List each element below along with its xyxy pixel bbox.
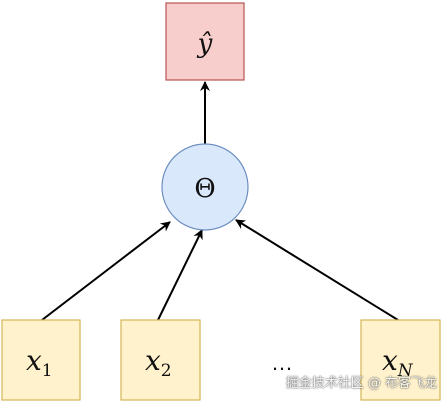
output-label: ŷ	[197, 29, 213, 59]
theta-node	[161, 143, 249, 231]
input-node-x2	[120, 319, 201, 401]
watermark-text: 掘金技术社区 @ 布客飞龙	[285, 376, 437, 391]
input-label-xn: xN	[382, 344, 414, 381]
edge-xn-to-theta	[235, 219, 399, 321]
input-label-x2: x2	[145, 344, 172, 381]
input-label-x1: x1	[26, 344, 53, 381]
edge-x2-to-theta	[157, 229, 203, 321]
input-node-xn	[360, 319, 441, 401]
theta-label: Θ	[194, 174, 215, 204]
output-node	[165, 2, 245, 81]
input-ellipsis: …	[271, 350, 293, 375]
edge-x1-to-theta	[41, 221, 171, 321]
input-node-x1	[1, 319, 81, 401]
